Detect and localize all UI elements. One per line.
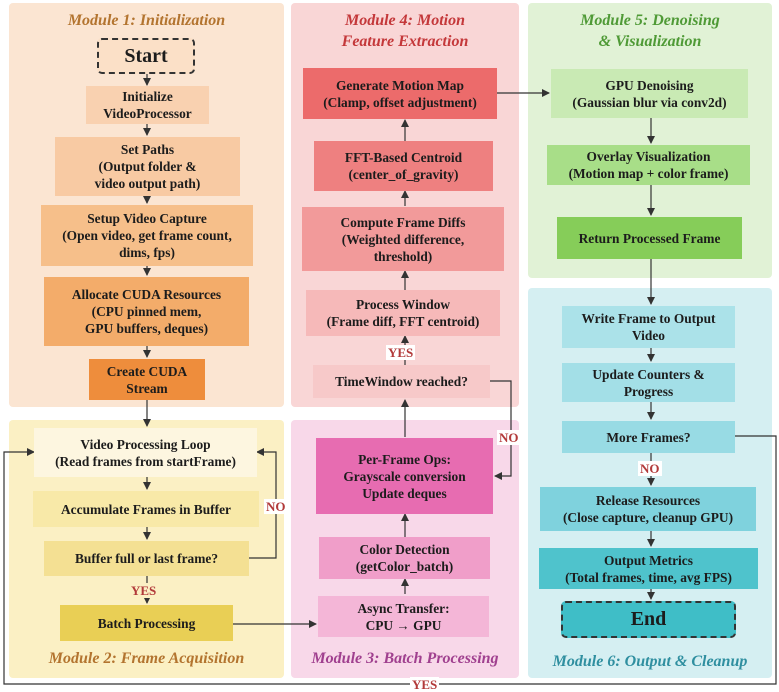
generate-motion-map-node: Generate Motion Map (Clamp, offset adjus…	[303, 68, 497, 119]
write-frame-node: Write Frame to Output Video	[562, 306, 735, 348]
window-no-label: NO	[497, 430, 521, 445]
module-5-title-line1: Module 5: Denoising	[580, 12, 720, 29]
module-4-title-line2: Feature Extraction	[341, 33, 469, 50]
output-metrics-node: Output Metrics (Total frames, time, avg …	[539, 548, 758, 589]
create-cuda-stream-node: Create CUDA Stream	[89, 359, 205, 400]
module-5-title-line2: & Visualization	[598, 33, 702, 50]
more-frames-decision-node: More Frames?	[562, 421, 735, 453]
async-transfer-node: Async Transfer: CPU → GPU	[318, 596, 489, 637]
per-frame-ops-node: Per-Frame Ops: Grayscale conversion Upda…	[316, 438, 493, 514]
update-counters-node: Update Counters & Progress	[562, 363, 735, 402]
gpu-denoising-node: GPU Denoising (Gaussian blur via conv2d)	[551, 69, 748, 118]
module-1-title: Module 1: Initialization	[67, 12, 226, 29]
buffer-full-decision-node: Buffer full or last frame?	[44, 541, 249, 576]
process-window-node: Process Window (Frame diff, FFT centroid…	[306, 290, 500, 336]
more-yes-label: YES	[410, 677, 440, 692]
module-5-title: Module 5: Denoising & Visualization	[528, 10, 772, 52]
start-node: Start	[97, 38, 195, 74]
return-processed-frame-node: Return Processed Frame	[557, 217, 742, 259]
module-4-title-line1: Module 4: Motion	[344, 12, 465, 29]
compute-frame-diffs-node: Compute Frame Diffs (Weighted difference…	[302, 207, 504, 271]
module-6-title: Module 6: Output & Cleanup	[552, 653, 748, 670]
buffer-yes-label: YES	[129, 583, 159, 598]
initialize-videoprocessor-node: Initialize VideoProcessor	[86, 86, 209, 124]
batch-processing-node: Batch Processing	[60, 605, 233, 641]
set-paths-node: Set Paths (Output folder & video output …	[55, 137, 240, 196]
module-4-title: Module 4: Motion Feature Extraction	[291, 10, 519, 52]
window-yes-label: YES	[386, 345, 416, 360]
release-resources-node: Release Resources (Close capture, cleanu…	[540, 487, 756, 531]
more-no-label: NO	[638, 461, 662, 476]
arrow-window-no-perframe	[490, 380, 512, 480]
arrow-more-yes-loop	[3, 435, 777, 685]
setup-video-capture-node: Setup Video Capture (Open video, get fra…	[41, 205, 253, 266]
overlay-visualization-node: Overlay Visualization (Motion map + colo…	[547, 145, 750, 185]
buffer-no-label: NO	[264, 499, 288, 514]
accumulate-frames-node: Accumulate Frames in Buffer	[33, 491, 259, 527]
module-2-title: Module 2: Frame Acquisition	[48, 650, 245, 667]
allocate-cuda-resources-node: Allocate CUDA Resources (CPU pinned mem,…	[44, 277, 249, 346]
end-node: End	[561, 601, 736, 638]
fft-centroid-node: FFT-Based Centroid (center_of_gravity)	[314, 141, 493, 191]
module-3-title: Module 3: Batch Processing	[311, 650, 499, 667]
color-detection-node: Color Detection (getColor_batch)	[319, 537, 490, 579]
time-window-decision-node: TimeWindow reached?	[313, 365, 490, 398]
video-processing-loop-node: Video Processing Loop (Read frames from …	[34, 428, 257, 477]
